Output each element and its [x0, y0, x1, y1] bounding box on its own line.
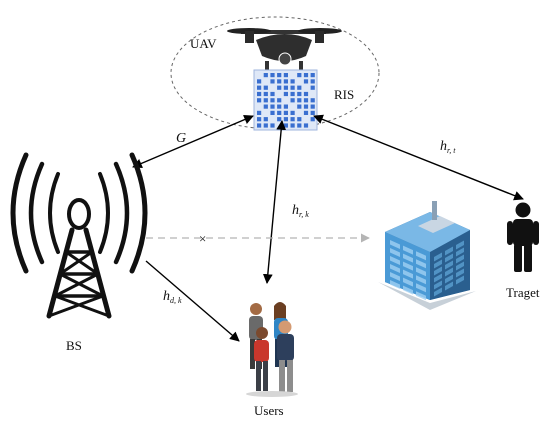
target-label: Traget: [506, 285, 540, 300]
channel-hrk-label: hr, k: [292, 203, 309, 219]
users-group-icon: [246, 302, 298, 397]
channel-hrt-arrow: [313, 114, 524, 201]
uav-label: UAV: [190, 36, 217, 51]
channel-hdk-arrow: [145, 260, 240, 342]
channel-hdk-label: hd, k: [163, 289, 182, 305]
drone-icon: [227, 28, 342, 72]
building-icon: [378, 201, 476, 310]
person-icon: [507, 202, 539, 272]
channel-g-arrow: [132, 114, 254, 169]
ris-panel-icon: [253, 69, 318, 131]
channel-hrt-label: hr, t: [440, 139, 456, 155]
channel-hrk-arrow: [262, 120, 287, 284]
tower-icon: [10, 152, 148, 319]
users-label: Users: [254, 403, 284, 418]
blocked-mark: ×: [199, 231, 206, 246]
bs-label: BS: [66, 338, 82, 353]
ris-label: RIS: [334, 87, 354, 102]
channel-g-label: G: [176, 131, 186, 146]
